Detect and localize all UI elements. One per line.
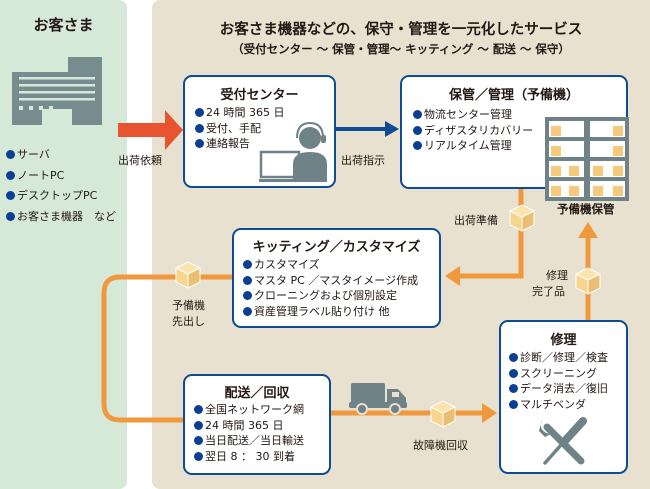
bullet-icon: [509, 353, 518, 362]
kitting-title: キッティング／カスタマイズ: [252, 240, 421, 255]
truck-icon: [349, 383, 407, 415]
delivery-collection-title: 配送／回収: [224, 386, 290, 401]
spare-dispatch-label-1: 予備機: [172, 299, 205, 312]
kitting-list: カスタマイズ マスタ PC ／マスタイメージ作成 クローニングおよび個別設定 資…: [243, 257, 418, 319]
bullet-icon: [413, 110, 422, 119]
kitting-box: キッティング／カスタマイズ カスタマイズ マスタ PC ／マスタイメージ作成 ク…: [232, 228, 441, 328]
delivery-collection-list: 全国ネットワーク網 24 時間 365 日 当日配送／当日輸送 翌日 8 ： 3…: [194, 402, 304, 464]
list-item: サーバ: [6, 145, 116, 166]
service-subtitle: （受付センター ～ 保管・管理～ キッティング ～ 配送 ～ 保守）: [232, 42, 570, 56]
building-icon: [12, 57, 102, 125]
reception-center-list: 24 時間 365 日 受付、手配 連絡報告: [195, 105, 284, 152]
list-item: 24 時間 365 日: [194, 418, 304, 434]
list-item: デスクトップPC: [6, 186, 116, 207]
tools-icon: [539, 417, 587, 465]
shipping-prep-arrowhead: [445, 266, 460, 286]
shipping-instruction-label: 出荷指示: [341, 154, 385, 167]
reception-center-box: 受付センター 24 時間 365 日 受付、手配 連絡報告: [183, 75, 336, 188]
bullet-icon: [195, 139, 204, 148]
storage-management-title: 保管／管理（予備機）: [448, 88, 579, 103]
shipping-request-arrow: [118, 110, 183, 150]
bullet-icon: [509, 399, 518, 409]
reception-center-title: 受付センター: [220, 88, 299, 103]
list-item: 24 時間 365 日: [195, 105, 284, 121]
shipping-instruction-arrowhead: [385, 121, 399, 137]
bullet-icon: [243, 275, 252, 285]
bullet-icon: [6, 191, 15, 200]
delivery-collection-box: 配送／回収 全国ネットワーク網 24 時間 365 日 当日配送／当日輸送 翌日…: [183, 374, 331, 475]
parcel-icon: [508, 204, 536, 232]
storage-management-list: 物流センター管理 ディザスタリカバリー リアルタイム管理: [413, 107, 533, 154]
customer-title: お客さま: [33, 16, 94, 34]
list-item: リアルタイム管理: [413, 138, 533, 154]
bullet-icon: [195, 123, 204, 133]
operator-icon: [259, 122, 327, 182]
bullet-icon: [195, 108, 204, 117]
customer-equipment-list: サーバ ノートPC デスクトップPC お客さま機器 など: [6, 145, 116, 227]
bullet-icon: [194, 436, 203, 445]
repair-list: 診断／修理／検査 スクリーニング データ消去／復旧 マルチベンダ: [509, 350, 608, 412]
shipping-request-label: 出荷依頼: [118, 154, 162, 167]
shipping-prep-line: [458, 188, 524, 279]
bullet-icon: [413, 141, 422, 150]
service-title: お客さま機器などの、保守・管理を一元化したサービス: [219, 22, 583, 38]
parcel-icon: [574, 267, 602, 295]
repair-title: 修理: [550, 333, 577, 348]
list-item: マスタ PC ／マスタイメージ作成: [243, 273, 418, 289]
repair-done-label-2: 完了品: [532, 285, 565, 298]
list-item: 翌日 8 ： 30 到着: [194, 449, 304, 465]
list-item: ディザスタリカバリー: [413, 123, 533, 139]
list-item: 全国ネットワーク網: [194, 402, 304, 418]
spare-storage-label: 予備機保管: [557, 202, 615, 216]
list-item: カスタマイズ: [243, 257, 418, 273]
bullet-icon: [6, 170, 15, 180]
parcel-icon: [429, 400, 457, 428]
list-item: 当日配送／当日輸送: [194, 433, 304, 449]
list-item: 連絡報告: [195, 136, 284, 152]
spare-dispatch-line: [101, 274, 232, 423]
bullet-icon: [194, 420, 203, 430]
bullet-icon: [6, 211, 15, 221]
bullet-icon: [413, 125, 422, 135]
list-item: データ消去／復旧: [509, 381, 608, 397]
repair-done-label-1: 修理: [546, 269, 568, 282]
list-item: 受付、手配: [195, 121, 284, 137]
spare-dispatch-label-2: 先出し: [172, 315, 205, 328]
bullet-icon: [194, 451, 203, 461]
bullet-icon: [509, 368, 518, 378]
bullet-icon: [6, 150, 15, 159]
list-item: クローニングおよび個別設定: [243, 288, 418, 304]
storage-shelf-icon: [545, 117, 629, 201]
list-item: お客さま機器 など: [6, 207, 116, 228]
list-item: 資産管理ラベル貼り付け 他: [243, 304, 418, 320]
bullet-icon: [243, 306, 252, 316]
faulty-collection-arrowhead: [482, 403, 497, 423]
list-item: スクリーニング: [509, 366, 608, 382]
faulty-collection-label: 故障機回収: [413, 439, 468, 452]
shipping-prep-label: 出荷準備: [454, 214, 498, 227]
list-item: マルチベンダ: [509, 397, 608, 413]
repair-done-arrowhead: [578, 222, 598, 238]
list-item: 物流センター管理: [413, 107, 533, 123]
bullet-icon: [243, 260, 252, 269]
list-item: 診断／修理／検査: [509, 350, 608, 366]
bullet-icon: [194, 405, 203, 414]
parcel-icon: [174, 261, 202, 289]
bullet-icon: [509, 384, 518, 393]
bullet-icon: [243, 291, 252, 300]
repair-box: 修理 診断／修理／検査 スクリーニング データ消去／復旧 マルチベンダ: [499, 320, 628, 474]
list-item: ノートPC: [6, 166, 116, 187]
